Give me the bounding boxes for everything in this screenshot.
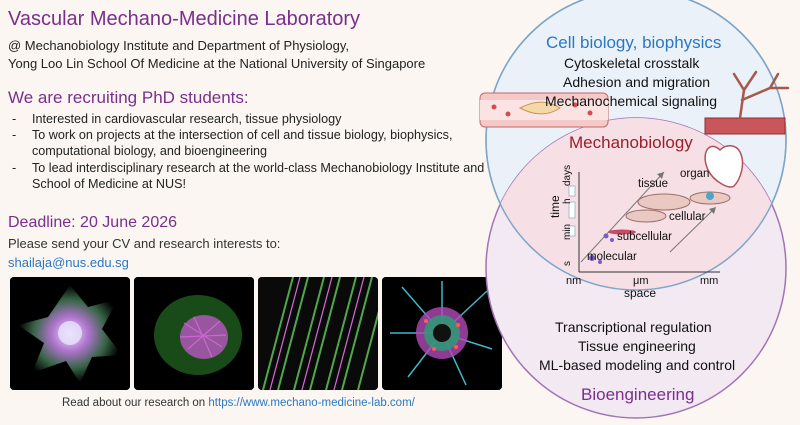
scale-molecular: molecular	[587, 251, 637, 263]
affiliation-line-2: Yong Loo Lin School Of Medicine at the N…	[8, 56, 426, 71]
y-tick-min: min	[562, 223, 573, 240]
microscopy-image-1	[10, 277, 130, 390]
lab-title: Vascular Mechano-Medicine Laboratory	[8, 8, 361, 30]
x-axis-label: space	[624, 286, 657, 300]
bioengineering-title: Bioengineering	[581, 385, 695, 404]
bottom-item: ML-based modeling and control	[539, 357, 736, 373]
affiliation-line-1: @ Mechanobiology Institute and Departmen…	[8, 38, 350, 53]
top-item: Adhesion and migration	[563, 74, 711, 90]
microscopy-image-3	[258, 277, 378, 390]
send-instructions: Please send your CV and research interes…	[8, 236, 281, 251]
scale-tissue: tissue	[638, 178, 669, 190]
y-axis-label: time	[548, 195, 562, 218]
scale-organ: organ	[680, 168, 710, 180]
recruiting-item: To lead interdisciplinary research at th…	[12, 160, 487, 192]
y-tick-h: h	[562, 198, 573, 204]
scale-plot	[568, 145, 744, 273]
microscopy-image-4	[382, 277, 502, 390]
tissue-illustration	[704, 70, 790, 135]
y-tick-s: s	[562, 261, 573, 266]
bottom-item: Transcriptional regulation	[555, 319, 712, 335]
x-tick-mm: mm	[700, 275, 719, 287]
microscopy-image-2	[134, 277, 254, 390]
y-tick-days: days	[562, 164, 573, 186]
footer-text: Read about our research on	[62, 397, 209, 409]
email-link[interactable]: shailaja@nus.edu.sg	[8, 255, 129, 270]
top-item: Cytoskeletal crosstalk	[564, 55, 700, 71]
mechanobiology-title: Mechanobiology	[569, 133, 693, 152]
website-link[interactable]: https://www.mechano-medicine-lab.com/	[208, 397, 415, 409]
recruiting-item: Interested in cardiovascular research, t…	[12, 111, 487, 127]
recruiting-list: Interested in cardiovascular research, t…	[12, 111, 487, 192]
scale-subcellular: subcellular	[617, 231, 672, 243]
recruiting-item: To work on projects at the intersection …	[12, 127, 487, 159]
footer: Read about our research on https://www.m…	[62, 397, 415, 409]
deadline-label: Deadline: 20 June 2026	[8, 214, 178, 231]
x-tick-um: μm	[633, 275, 649, 287]
x-tick-nm: nm	[566, 275, 582, 287]
bottom-item: Tissue engineering	[578, 338, 696, 354]
scale-cellular: cellular	[669, 211, 706, 223]
recruiting-heading: We are recruiting PhD students:	[8, 88, 249, 107]
top-item: Mechanochemical signaling	[545, 93, 717, 109]
vessel-illustration	[479, 92, 609, 128]
top-circle-title: Cell biology, biophysics	[546, 33, 722, 52]
